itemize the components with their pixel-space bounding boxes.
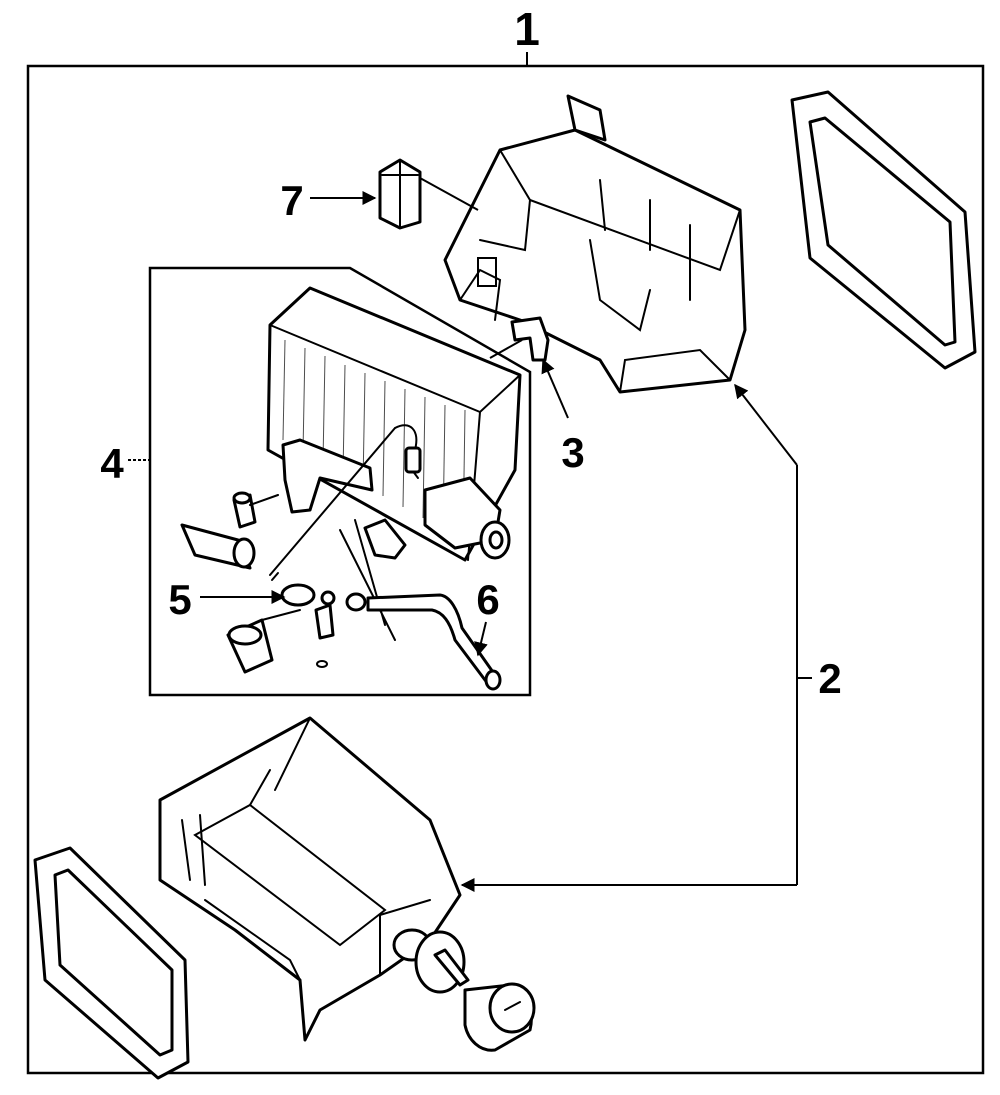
callout-4: 4 <box>100 440 124 487</box>
callout-2: 2 <box>818 655 841 702</box>
upper-case <box>443 94 747 394</box>
item-3-bracket <box>510 316 550 362</box>
evaporator-core <box>266 286 522 641</box>
blower-motor <box>463 982 536 1052</box>
right-gasket <box>790 90 977 370</box>
callout-2-leader-upper <box>734 383 798 466</box>
callout-6: 6 <box>476 576 499 623</box>
callout-1: 1 <box>514 3 540 55</box>
callout-3-arrow <box>541 358 569 419</box>
assembly-border <box>26 64 985 1075</box>
left-gasket <box>33 846 190 1080</box>
item-7-leader <box>419 177 479 211</box>
callout-7: 7 <box>280 177 303 224</box>
callout-5: 5 <box>168 576 191 623</box>
lower-case <box>158 716 470 1042</box>
item-6-hose <box>345 592 502 691</box>
callout-3: 3 <box>561 429 584 476</box>
evaporator-subassembly-box <box>148 266 532 697</box>
item-5-sensor <box>261 572 336 668</box>
pipe-fittings <box>180 491 279 674</box>
item-7-block <box>378 158 422 230</box>
item-3-leader <box>489 339 523 359</box>
callout-6-arrow <box>474 621 488 657</box>
